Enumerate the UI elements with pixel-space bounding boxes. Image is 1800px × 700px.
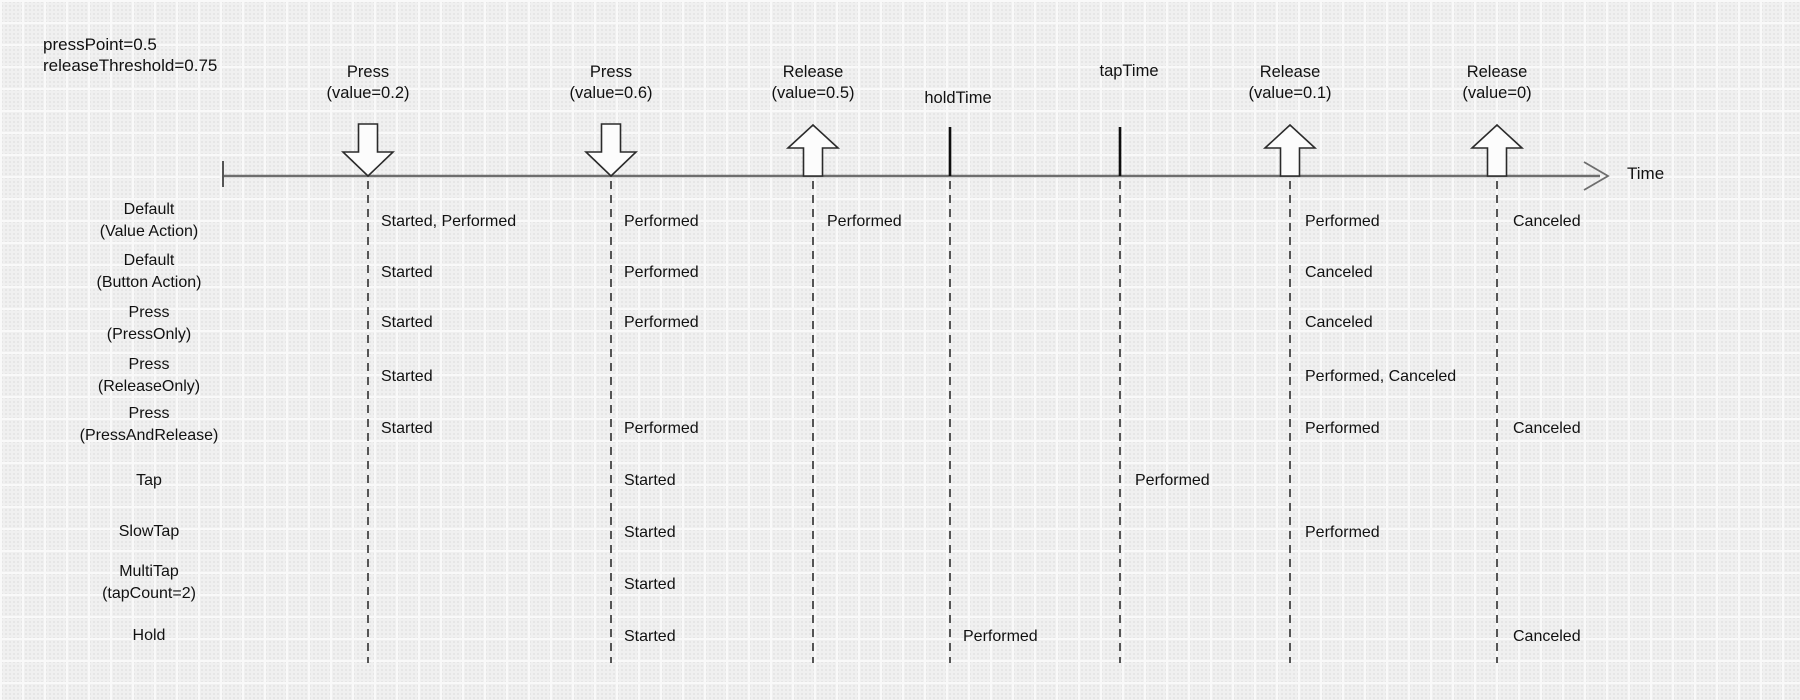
press-point-setting: pressPoint=0.5 <box>43 35 157 54</box>
event-label-press-0.2: Press (value=0.2) <box>326 63 410 102</box>
row-label-default-value-action: Default (Value Action) <box>99 201 199 240</box>
time-axis-label: Time <box>1627 164 1665 183</box>
interaction-config: pressPoint=0.5 releaseThreshold=0.75 <box>43 34 217 76</box>
event-cell: Started <box>624 472 676 489</box>
event-cell: Performed <box>624 264 699 281</box>
event-cell: Canceled <box>1513 213 1581 230</box>
row-label-press-pressonly: Press (PressOnly) <box>106 304 192 343</box>
event-cell: Performed <box>624 420 699 437</box>
release-arrow-up-icon <box>1262 123 1318 177</box>
row-label-tap: Tap <box>136 472 162 489</box>
event-cell: Started <box>381 420 433 437</box>
row-label-multitap: MultiTap (tapCount=2) <box>102 563 196 602</box>
event-label-tap-time: tapTime <box>1099 62 1159 80</box>
event-cell: Canceled <box>1305 314 1373 331</box>
event-cell: Started <box>624 628 676 645</box>
time-axis-arrowhead-icon <box>1583 161 1610 191</box>
event-cell: Performed <box>1305 213 1380 230</box>
event-cell: Started, Performed <box>381 213 517 230</box>
event-cell: Canceled <box>1513 420 1581 437</box>
release-threshold-setting: releaseThreshold=0.75 <box>43 56 218 75</box>
press-arrow-down-icon <box>584 123 638 178</box>
event-cell: Performed, Canceled <box>1305 368 1457 385</box>
event-guide-lines <box>367 181 1498 663</box>
event-cell: Performed <box>624 314 699 331</box>
event-cell: Performed <box>1305 524 1380 541</box>
press-arrow-down-icon <box>341 123 395 178</box>
row-label-hold: Hold <box>132 627 166 644</box>
event-cell: Started <box>381 264 433 281</box>
row-label-press-pressandrelease: Press (PressAndRelease) <box>79 405 219 444</box>
event-cell: Started <box>381 368 433 385</box>
release-arrow-up-icon <box>1469 123 1525 177</box>
row-label-default-button-action: Default (Button Action) <box>96 252 202 291</box>
event-label-hold-time: holdTime <box>924 89 992 107</box>
event-cell: Started <box>624 576 676 593</box>
event-cell: Performed <box>827 213 902 230</box>
event-cell: Started <box>381 314 433 331</box>
event-cell: Started <box>624 524 676 541</box>
event-cell: Canceled <box>1513 628 1581 645</box>
event-label-release-0: Release (value=0) <box>1462 63 1532 102</box>
event-cell: Performed <box>1135 472 1210 489</box>
event-cell: Performed <box>624 213 699 230</box>
event-cell: Canceled <box>1305 264 1373 281</box>
event-cell: Performed <box>963 628 1038 645</box>
event-label-press-0.6: Press (value=0.6) <box>569 63 653 102</box>
release-arrow-up-icon <box>785 123 841 177</box>
row-label-press-releaseonly: Press (ReleaseOnly) <box>97 356 201 395</box>
event-cell: Performed <box>1305 420 1380 437</box>
row-label-slowtap: SlowTap <box>118 523 180 540</box>
event-label-release-0.1: Release (value=0.1) <box>1248 63 1332 102</box>
event-label-release-0.5: Release (value=0.5) <box>771 63 855 102</box>
